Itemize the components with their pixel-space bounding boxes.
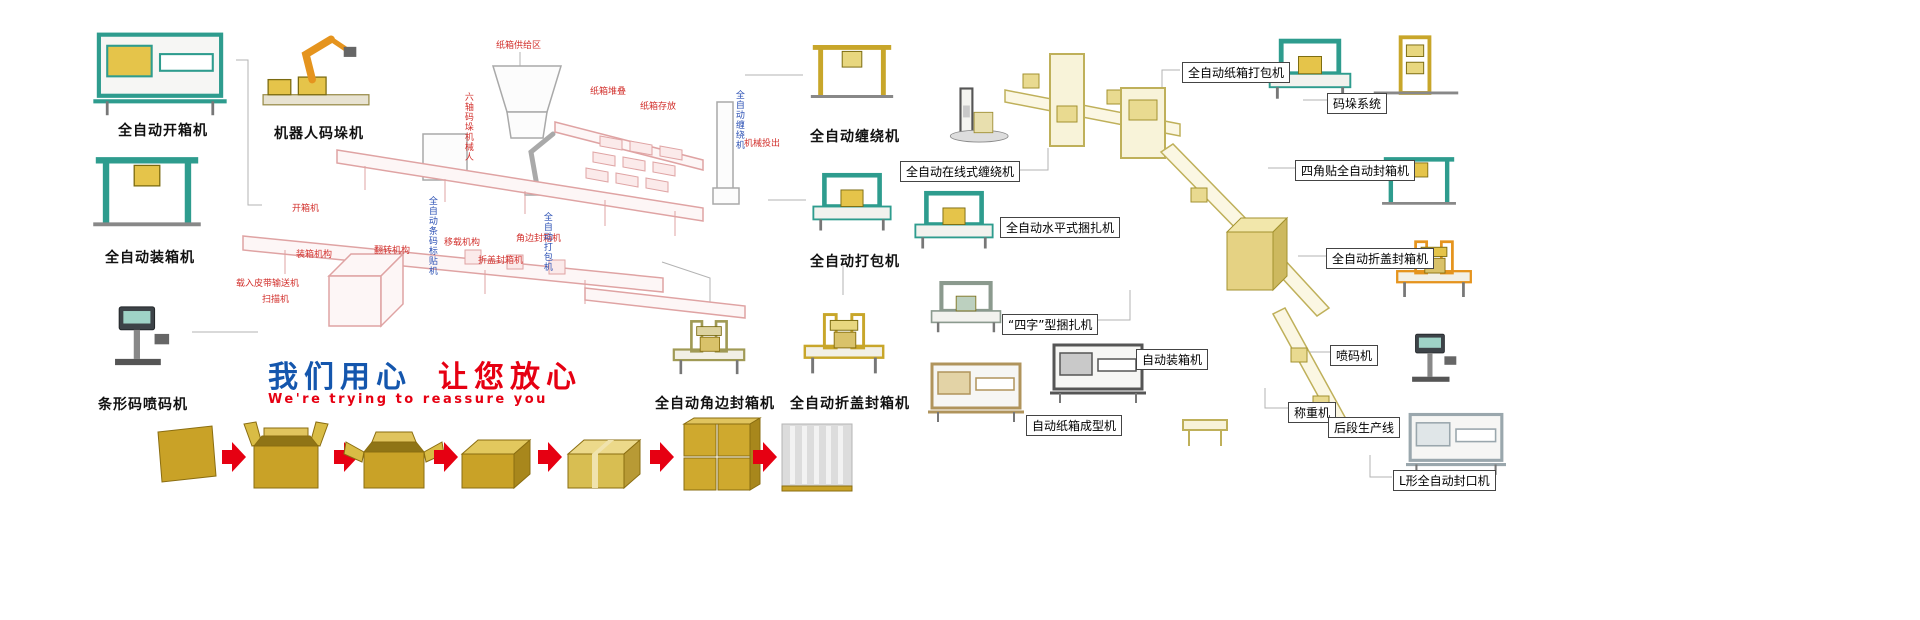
carton-former-photo [920, 352, 1032, 424]
strapping-machine-label: 全自动打包机 [810, 254, 900, 270]
arrow-icon [334, 442, 358, 472]
wrapping-machine-label: 全自动缠绕机 [810, 129, 900, 145]
printer-icon [1390, 312, 1475, 404]
case-packer-label: 全自动装箱机 [105, 250, 195, 266]
weigher-label: 称重机 [1288, 402, 1337, 423]
strapping-machine-photo [806, 153, 898, 249]
carton-opener-photo [85, 18, 235, 118]
step-carton-flaps-out [343, 431, 445, 489]
machine-icon [1402, 402, 1510, 477]
inkjet-printer-label: 喷码机 [1330, 345, 1379, 366]
line-label-strapper: 全自动打包机 [541, 212, 552, 272]
line-label-wrapper: 全自动缠绕机 [733, 90, 744, 150]
printer-icon [88, 284, 192, 388]
barcode-printer-label: 条形码喷码机 [98, 397, 188, 413]
slogan-cn-red: 让您放心 [438, 360, 582, 395]
line-label-machine-output: 机械投出 [744, 139, 781, 149]
line-label-carton-storage: 纸箱存放 [640, 102, 677, 112]
robot-palletizer-label: 机器人码垛机 [274, 126, 364, 142]
machine-icon [806, 153, 898, 249]
line-label-infeed-belt: 载入皮带输送机 [236, 279, 300, 289]
flap-sealer-photo [795, 296, 893, 388]
l-sealer-photo [1402, 402, 1510, 477]
carton-process-sequence [157, 417, 853, 492]
horizontal-strapper-photo [908, 180, 1000, 258]
arrow-icon [434, 442, 458, 472]
line-label-packer-mechanism: 装箱机构 [296, 250, 333, 260]
step-closed-box [460, 438, 532, 490]
auto-case-packer-label: 自动装箱机 [1136, 349, 1209, 370]
machine-icon [908, 180, 1000, 258]
step-wrapped-pallet [781, 423, 853, 492]
carton-former-label: 自动纸箱成型机 [1026, 415, 1123, 436]
line-label-scanner: 扫描机 [262, 295, 290, 305]
wrapping-machine-photo [803, 20, 901, 122]
arrow-icon [538, 442, 562, 472]
flap-sealer-label: 全自动折盖封箱机 [790, 396, 910, 412]
arrow-icon [222, 442, 246, 472]
four-type-strapper-label: “四字”型捆扎机 [1002, 314, 1099, 335]
corner-sealer-photo [665, 303, 753, 389]
line-label-flip-mechanism: 翻转机构 [374, 246, 411, 256]
inline-wrapper-photo [935, 68, 1020, 160]
robot-palletizer-photo [253, 14, 379, 120]
carton-strapper-label: 全自动纸箱打包机 [1182, 62, 1291, 83]
line-label-carton-stacking: 纸箱堆叠 [590, 87, 627, 97]
line-label-transfer-mechanism: 移载机构 [444, 238, 481, 248]
inline-wrapper-label: 全自动在线式缠绕机 [900, 161, 1021, 182]
arrow-icon [753, 442, 777, 472]
auto-case-packer-photo [1048, 333, 1148, 405]
carton-opener-label: 全自动开箱机 [118, 123, 208, 139]
case-packer-photo [83, 138, 211, 244]
machine-icon [925, 262, 1007, 350]
machine-icon [803, 20, 901, 122]
step-flat-blank [157, 425, 217, 483]
line-label-flap-sealer: 折盖封箱机 [478, 256, 524, 266]
four-type-strapper-photo [925, 262, 1007, 350]
machine-icon [795, 296, 893, 388]
arrow-icon [650, 442, 674, 472]
line-label-carton-supply-area: 纸箱供给区 [496, 41, 542, 51]
robot-arm-icon [253, 14, 379, 120]
rear-line-label: 后段生产线 [1328, 417, 1401, 438]
inkjet-printer-photo [1390, 312, 1475, 404]
machine-icon [920, 352, 1032, 424]
slogan-cn-blue: 我们用心 [268, 360, 412, 395]
line-label-six-axis-robot: 六轴码垛机械人 [462, 92, 473, 162]
machine-icon [935, 68, 1020, 160]
palletizing-system-label: 码垛系统 [1327, 93, 1388, 114]
auto-flap-sealer-label: 全自动折盖封箱机 [1326, 248, 1435, 269]
line-label-barcode-labeler: 全自动条码标贴机 [426, 196, 437, 276]
step-palletized-stack [682, 417, 762, 491]
horizontal-strapper-label: 全自动水平式捆扎机 [1000, 217, 1121, 238]
step-sealed-box [566, 438, 642, 490]
machine-icon [1048, 333, 1148, 405]
line-label-corner-sealer: 角边封箱机 [516, 234, 562, 244]
four-corner-sealer-label: 四角贴全自动封箱机 [1295, 160, 1416, 181]
machine-icon [665, 303, 753, 389]
machine-icon [83, 138, 211, 244]
corner-sealer-label: 全自动角边封箱机 [655, 396, 775, 412]
step-opened-carton [243, 421, 329, 489]
machine-icon [85, 18, 235, 118]
slogan-english: We're trying to reassure you [268, 392, 548, 407]
barcode-printer-photo [88, 284, 192, 388]
l-sealer-label: L形全自动封口机 [1393, 470, 1496, 491]
line-label-opener: 开箱机 [292, 204, 320, 214]
